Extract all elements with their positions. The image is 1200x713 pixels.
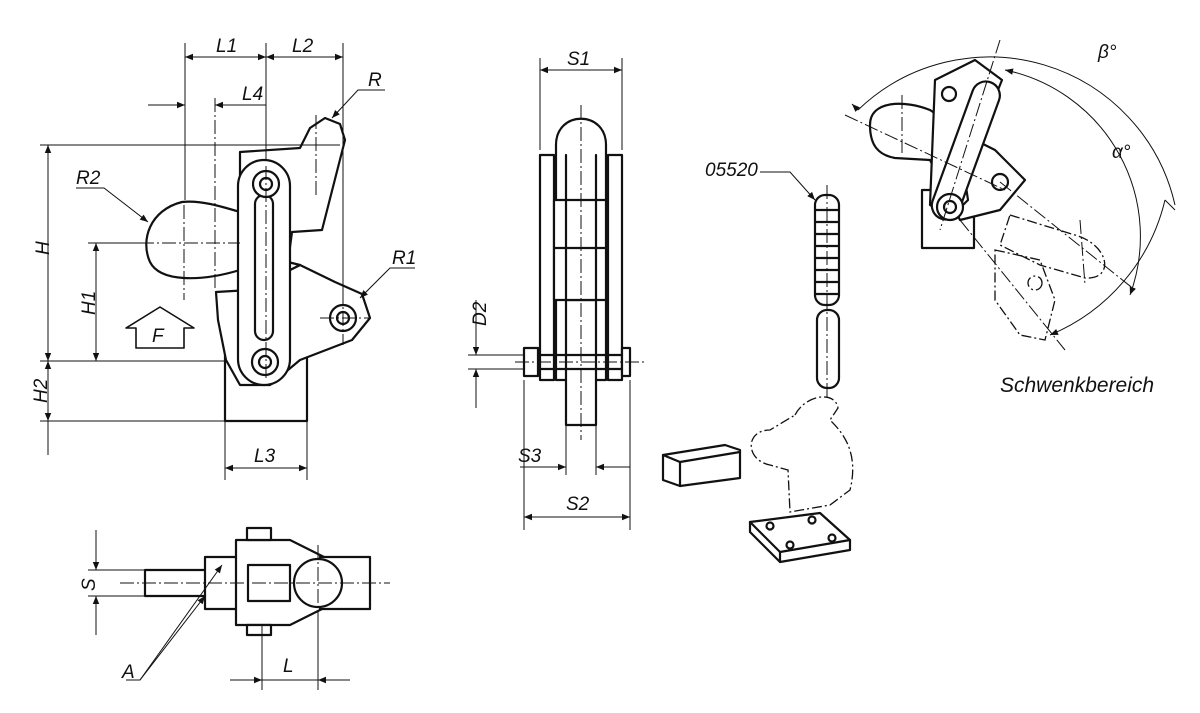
side-view: [40, 43, 415, 480]
label-H2: H2: [31, 378, 52, 403]
spindle-accessory: [661, 171, 854, 564]
label-alpha: α°: [1112, 142, 1131, 163]
label-L1: L1: [216, 36, 237, 57]
label-H1: H1: [79, 291, 100, 315]
top-view: [88, 526, 390, 690]
label-L2: L2: [292, 36, 314, 57]
handle-r2: [145, 200, 242, 280]
force-arrow-icon: [125, 306, 195, 349]
front-view: [468, 58, 645, 530]
label-R: R: [368, 70, 382, 91]
label-F: F: [152, 326, 165, 347]
label-A: A: [121, 662, 135, 683]
label-L4: L4: [242, 84, 263, 105]
label-S1: S1: [567, 49, 590, 70]
label-swivel-range: Schwenkbereich: [1000, 374, 1154, 397]
label-S2: S2: [566, 494, 590, 515]
swivel-view: [844, 39, 1176, 351]
label-D2: D2: [470, 301, 491, 326]
label-H: H: [33, 241, 54, 255]
label-L: L: [283, 656, 294, 677]
label-part-number: 05520: [705, 160, 758, 181]
label-R2: R2: [76, 168, 101, 189]
label-R1: R1: [392, 248, 416, 269]
link-bar: [236, 158, 292, 387]
label-beta: β°: [1097, 42, 1117, 63]
label-S3: S3: [518, 446, 542, 467]
label-S: S: [79, 578, 100, 591]
label-L3: L3: [254, 446, 276, 467]
